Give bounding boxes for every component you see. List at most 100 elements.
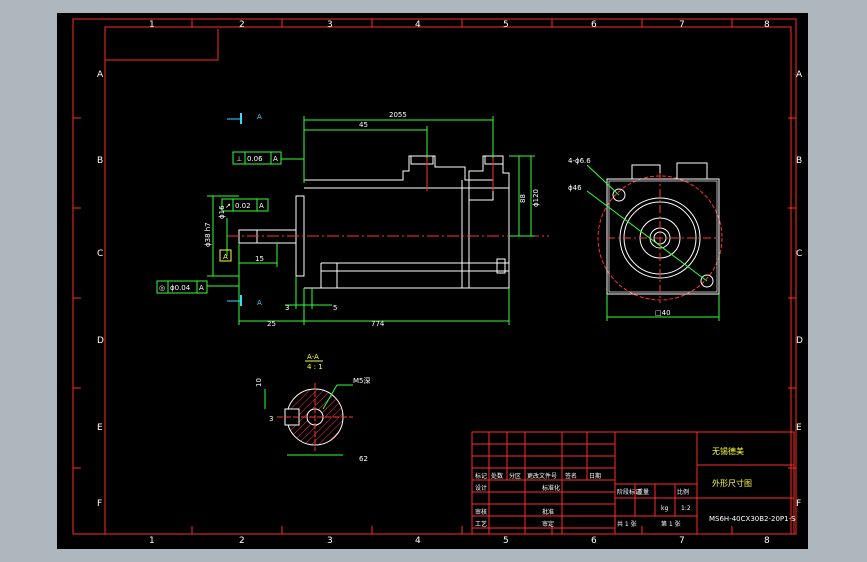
tb-ratio: 比例 (677, 488, 689, 496)
dim-88: 88 (519, 194, 527, 203)
tb-head-zone: 分区 (509, 472, 521, 480)
row-label-f-right: F (796, 499, 801, 509)
dim-5: 5 (333, 304, 337, 312)
sheet-border (72, 18, 797, 535)
col-label-5-bottom: 5 (503, 536, 509, 546)
tb-head-change: 更改文件号 (527, 472, 557, 480)
col-label-6: 6 (591, 20, 597, 30)
section-ann: M5深 (353, 376, 371, 385)
cad-viewport[interactable]: 1 2 3 4 5 6 7 8 1 2 3 4 5 6 7 8 A B C D … (57, 13, 808, 549)
dim-774: 774 (371, 320, 385, 328)
tb-sheet-left: 共 1 张 (617, 520, 637, 528)
dim-pcd: ϕ46 (568, 184, 582, 192)
col-label-4-bottom: 4 (415, 536, 421, 546)
dim-key-15: 15 (255, 255, 264, 263)
col-label-3-bottom: 3 (327, 536, 333, 546)
drawing-sheet: 1 2 3 4 5 6 7 8 1 2 3 4 5 6 7 8 A B C D … (72, 18, 803, 546)
motor-front-view (597, 162, 723, 303)
row-label-d: D (97, 336, 104, 346)
dim-3: 3 (285, 304, 289, 312)
dim-120: ϕ120 (532, 189, 540, 207)
row-label-b-right: B (796, 156, 802, 166)
title-drawing-name: 外形尺寸图 (712, 478, 752, 488)
zone-ticks (73, 19, 796, 534)
col-label-5: 5 (503, 20, 509, 30)
concentric-value: ϕ0.04 (170, 284, 191, 292)
tb-head-sign: 签名 (565, 472, 577, 480)
runout-datum: A (259, 202, 264, 210)
col-label-1-bottom: 1 (149, 536, 155, 546)
row-label-c: C (97, 249, 103, 259)
row-label-b: B (97, 156, 103, 166)
col-label-1: 1 (149, 20, 155, 30)
dim-shaft-dia: ϕ38 h7 (204, 222, 212, 247)
row-label-f: F (97, 499, 102, 509)
title-block (471, 431, 795, 535)
body-outline (304, 155, 510, 289)
col-label-2-bottom: 2 (239, 536, 245, 546)
concentric-datum: A (199, 284, 204, 292)
section-label: A-A (307, 353, 319, 361)
zone-labels: 1 2 3 4 5 6 7 8 1 2 3 4 5 6 7 8 A B C D … (97, 20, 803, 546)
cut-marker-top: A (227, 113, 262, 124)
side-dimensions (207, 116, 535, 325)
tb-stage: 阶段标记 (617, 488, 641, 496)
tb-row-review: 审核 (475, 508, 487, 516)
tb-check: 审定 (542, 520, 554, 528)
tb-kg: kg (661, 505, 668, 512)
motor-side-view (238, 155, 510, 289)
flange-square (606, 178, 720, 295)
tb-scale: 1:2 (681, 505, 691, 512)
tb-row-design: 设计 (475, 484, 487, 492)
gdt-runout: ↗ 0.02 A (221, 198, 269, 212)
col-label-3: 3 (327, 20, 333, 30)
section-a-a: A-A 4 : 1 (264, 353, 353, 456)
col-label-7-bottom: 7 (679, 536, 685, 546)
dim-45: 45 (359, 121, 368, 129)
perp-value: 0.06 (247, 155, 263, 163)
col-label-8-bottom: 8 (764, 536, 770, 546)
col-label-8: 8 (764, 20, 770, 30)
row-label-e: E (97, 423, 103, 433)
gdt-concentricity: ◎ ϕ0.04 A (156, 280, 208, 294)
dim-shaft-small: ϕ16 (218, 205, 226, 219)
col-label-4: 4 (415, 20, 421, 30)
section-h: 10 (255, 378, 263, 387)
runout-value: 0.02 (235, 202, 251, 210)
outer-frame (72, 18, 797, 535)
dim-four-holes: 4-ϕ6.6 (568, 157, 591, 165)
dim-square: □40 (655, 309, 671, 317)
tb-head-count: 处数 (491, 472, 503, 480)
tb-head-date: 日期 (589, 472, 601, 480)
dim-2055: 2055 (389, 111, 407, 119)
section-3: 3 (269, 415, 273, 423)
top-left-box (105, 29, 219, 61)
cut-label-bottom: A (257, 299, 262, 307)
svg-text:↗: ↗ (225, 202, 231, 210)
inner-frame (104, 26, 792, 535)
tb-row-process: 工艺 (475, 520, 487, 528)
row-label-a-right: A (796, 70, 803, 80)
front-dimensions (586, 164, 720, 321)
title-part-number: MS6H-40CX30B2-20P1-S (709, 515, 796, 523)
col-label-6-bottom: 6 (591, 536, 597, 546)
cut-label-top: A (257, 113, 262, 121)
tb-weight: 重量 (637, 488, 649, 496)
col-label-7: 7 (679, 20, 685, 30)
row-label-c-right: C (796, 249, 802, 259)
row-label-d-right: D (796, 336, 803, 346)
dim-25: 25 (267, 320, 276, 328)
tb-approve: 批准 (542, 508, 554, 516)
datum-a-box: A (219, 249, 232, 262)
row-label-a: A (97, 70, 104, 80)
datum-a-label: A (223, 253, 228, 261)
col-label-2: 2 (239, 20, 245, 30)
gdt-perpendicularity: ⊥ 0.06 A (232, 151, 282, 165)
tb-sheet-right: 第 1 张 (661, 520, 681, 528)
svg-text:◎: ◎ (159, 284, 165, 292)
section-w: 62 (359, 455, 368, 463)
tb-std: 标准化 (542, 484, 560, 492)
section-scale: 4 : 1 (307, 363, 323, 371)
tb-row-mark: 标记 (475, 472, 487, 480)
cut-marker-bottom: A (227, 295, 262, 307)
